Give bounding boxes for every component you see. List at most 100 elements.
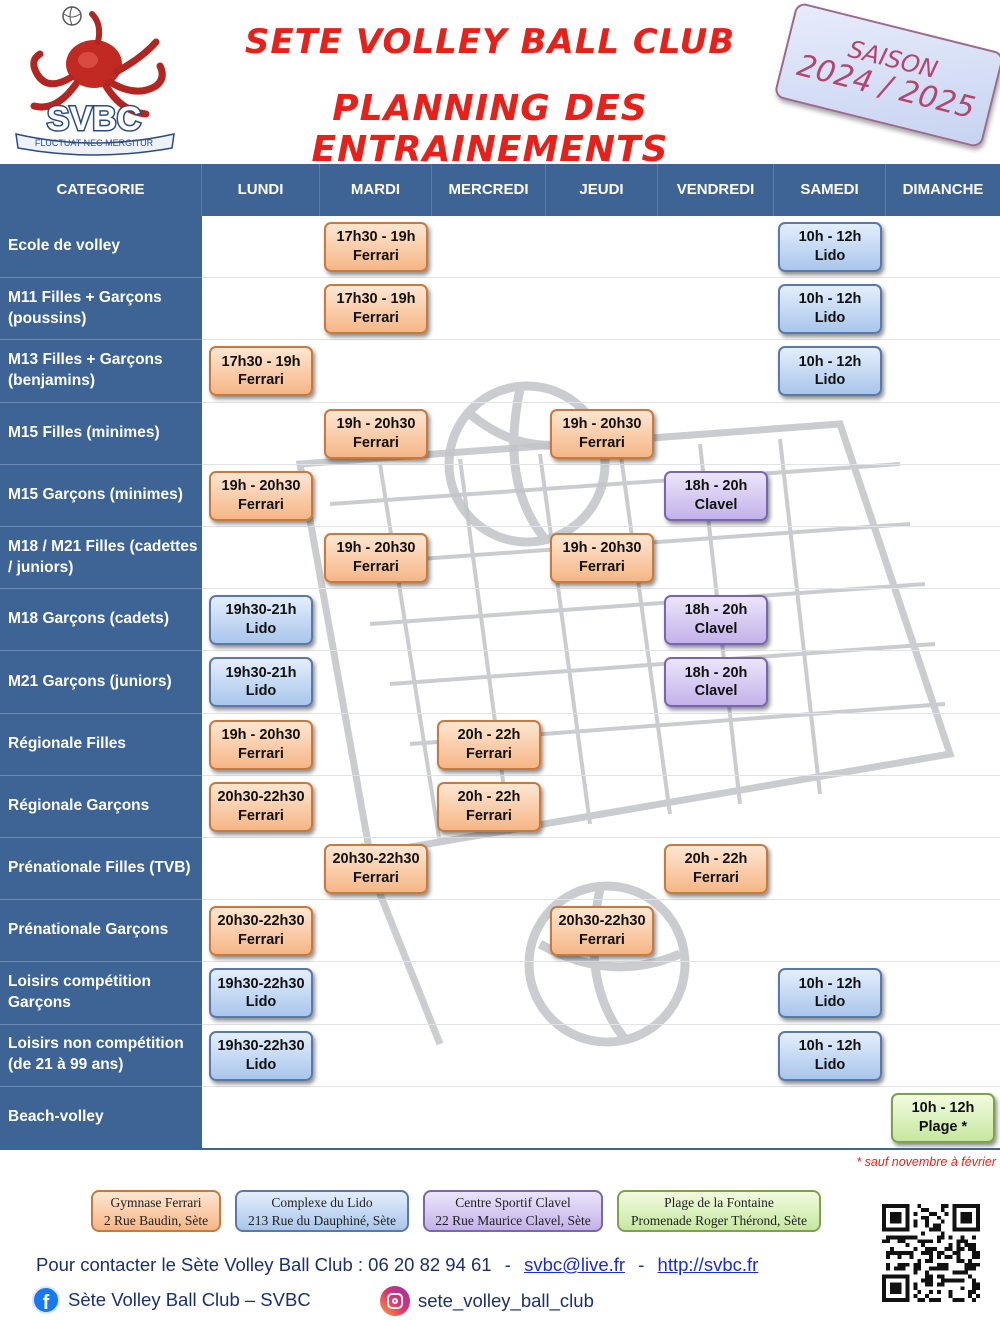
slot-time: 20h - 22h bbox=[457, 788, 521, 805]
row-divider bbox=[202, 463, 1000, 465]
facebook-name: Sète Volley Ball Club – SVBC bbox=[68, 1289, 311, 1310]
club-logo: FLUCTUAT NEC MERGITUR SVBC bbox=[15, 6, 175, 156]
planning-title: PLANNING DES ENTRAINEMENTS bbox=[311, 88, 669, 170]
club-title: SETE VOLLEY BALL CLUB bbox=[244, 22, 736, 62]
category-label: M15 Garçons (minimes) bbox=[0, 465, 202, 527]
slot-time: 20h30-22h30 bbox=[217, 788, 305, 805]
legend-venue-address: 2 Rue Baudin, Sète bbox=[103, 1213, 209, 1229]
slot-time: 10h - 12h bbox=[798, 229, 862, 246]
table-bottom-border bbox=[0, 1148, 1000, 1150]
slot-time: 10h - 12h bbox=[911, 1099, 975, 1116]
category-label: Beach-volley bbox=[0, 1087, 202, 1149]
column-header-wednesday: MERCREDI bbox=[432, 164, 546, 216]
slot-time: 19h30-21h bbox=[225, 664, 297, 681]
slot-time: 19h - 20h30 bbox=[221, 477, 301, 494]
column-header-saturday: SAMEDI bbox=[774, 164, 886, 216]
legend-venue-name: Plage de la Fontaine bbox=[664, 1195, 774, 1210]
category-label: M18 / M21 Filles (cadettes / juniors) bbox=[0, 527, 202, 590]
column-header-category: CATEGORIE bbox=[0, 164, 202, 216]
slot-time: 20h - 22h bbox=[457, 726, 521, 743]
slot-place: Ferrari bbox=[353, 559, 399, 575]
slot-place: Ferrari bbox=[579, 434, 625, 451]
facebook-link[interactable]: f Sète Volley Ball Club – SVBC bbox=[32, 1286, 311, 1314]
legend-venue-address: 213 Rue du Dauphiné, Sète bbox=[247, 1213, 397, 1229]
table-header: CATEGORIE LUNDI MARDI MERCREDI JEUDI VEN… bbox=[0, 164, 1000, 216]
row-divider bbox=[202, 650, 1000, 652]
slot-place: Ferrari bbox=[353, 248, 399, 264]
slot-place: Clavel bbox=[694, 496, 738, 513]
contact-separator: - bbox=[638, 1254, 645, 1275]
slot-time: 20h30-22h30 bbox=[558, 913, 646, 930]
category-label: M21 Garçons (juniors) bbox=[0, 651, 202, 714]
row-divider bbox=[202, 899, 1000, 901]
column-header-sunday: DIMANCHE bbox=[902, 181, 984, 198]
column-header-friday: VENDREDI bbox=[658, 164, 774, 216]
column-header-tuesday: MARDI bbox=[320, 164, 432, 216]
instagram-icon bbox=[380, 1286, 410, 1316]
row-divider bbox=[202, 774, 1000, 776]
legend-venue-name: Gymnase Ferrari bbox=[110, 1195, 202, 1210]
logo-text: SVBC bbox=[47, 100, 141, 138]
slot-place: Ferrari bbox=[466, 807, 512, 824]
category-label: M13 Filles + Garçons (benjamins) bbox=[0, 340, 202, 403]
season-badge: SAISON 2024 / 2025 bbox=[773, 1, 1000, 149]
category-label: Régionale Garçons bbox=[0, 776, 202, 838]
legend-lido: Complexe du Lido 213 Rue du Dauphiné, Sè… bbox=[235, 1190, 409, 1232]
row-divider bbox=[202, 588, 1000, 590]
footnote: * sauf novembre à février bbox=[856, 1155, 996, 1169]
slot-time: 18h - 20h bbox=[684, 602, 748, 619]
slot-place: Ferrari bbox=[238, 745, 284, 762]
slot-time: 10h - 12h bbox=[798, 975, 862, 992]
legend-venue-address: Promenade Roger Thérond, Sète bbox=[631, 1213, 807, 1229]
slot-time: 17h30 - 19h bbox=[221, 353, 301, 370]
row-divider bbox=[202, 277, 1000, 279]
slot-place: Ferrari bbox=[238, 496, 284, 513]
row-divider bbox=[202, 401, 1000, 403]
slot-place: Lido bbox=[245, 1056, 277, 1073]
row-divider bbox=[202, 1023, 1000, 1025]
row-divider bbox=[202, 961, 1000, 963]
slot-place: Lido bbox=[814, 310, 846, 327]
email-link[interactable]: svbc@live.fr bbox=[524, 1254, 626, 1275]
website-link[interactable]: http://svbc.fr bbox=[657, 1254, 759, 1275]
category-label: Prénationale Garçons bbox=[0, 900, 202, 963]
facebook-icon: f bbox=[32, 1286, 60, 1314]
category-label: Prénationale Filles (TVB) bbox=[0, 838, 202, 901]
slot-place: Lido bbox=[814, 248, 846, 264]
slot-time: 20h - 22h bbox=[684, 851, 748, 868]
slot-time: 19h - 20h30 bbox=[221, 726, 301, 743]
slot-time: 18h - 20h bbox=[684, 664, 748, 681]
slot-time: 19h30-22h30 bbox=[217, 1037, 305, 1054]
column-header-monday: LUNDI bbox=[202, 164, 320, 216]
slot-place: Clavel bbox=[694, 683, 738, 700]
legend-venue-name: Complexe du Lido bbox=[271, 1195, 373, 1210]
instagram-link[interactable]: sete_volley_ball_club bbox=[380, 1286, 594, 1316]
slot-time: 17h30 - 19h bbox=[336, 229, 416, 246]
category-label: M18 Garçons (cadets) bbox=[0, 589, 202, 652]
qr-code-icon bbox=[882, 1204, 980, 1302]
slot-place: Clavel bbox=[694, 621, 738, 638]
row-divider bbox=[202, 1085, 1000, 1087]
slot-time: 10h - 12h bbox=[798, 353, 862, 370]
category-label: Loisirs compétition Garçons bbox=[0, 962, 202, 1025]
category-label: Ecole de volley bbox=[0, 216, 202, 279]
slot-place: Ferrari bbox=[693, 870, 739, 886]
slot-place: Plage * bbox=[918, 1118, 968, 1135]
